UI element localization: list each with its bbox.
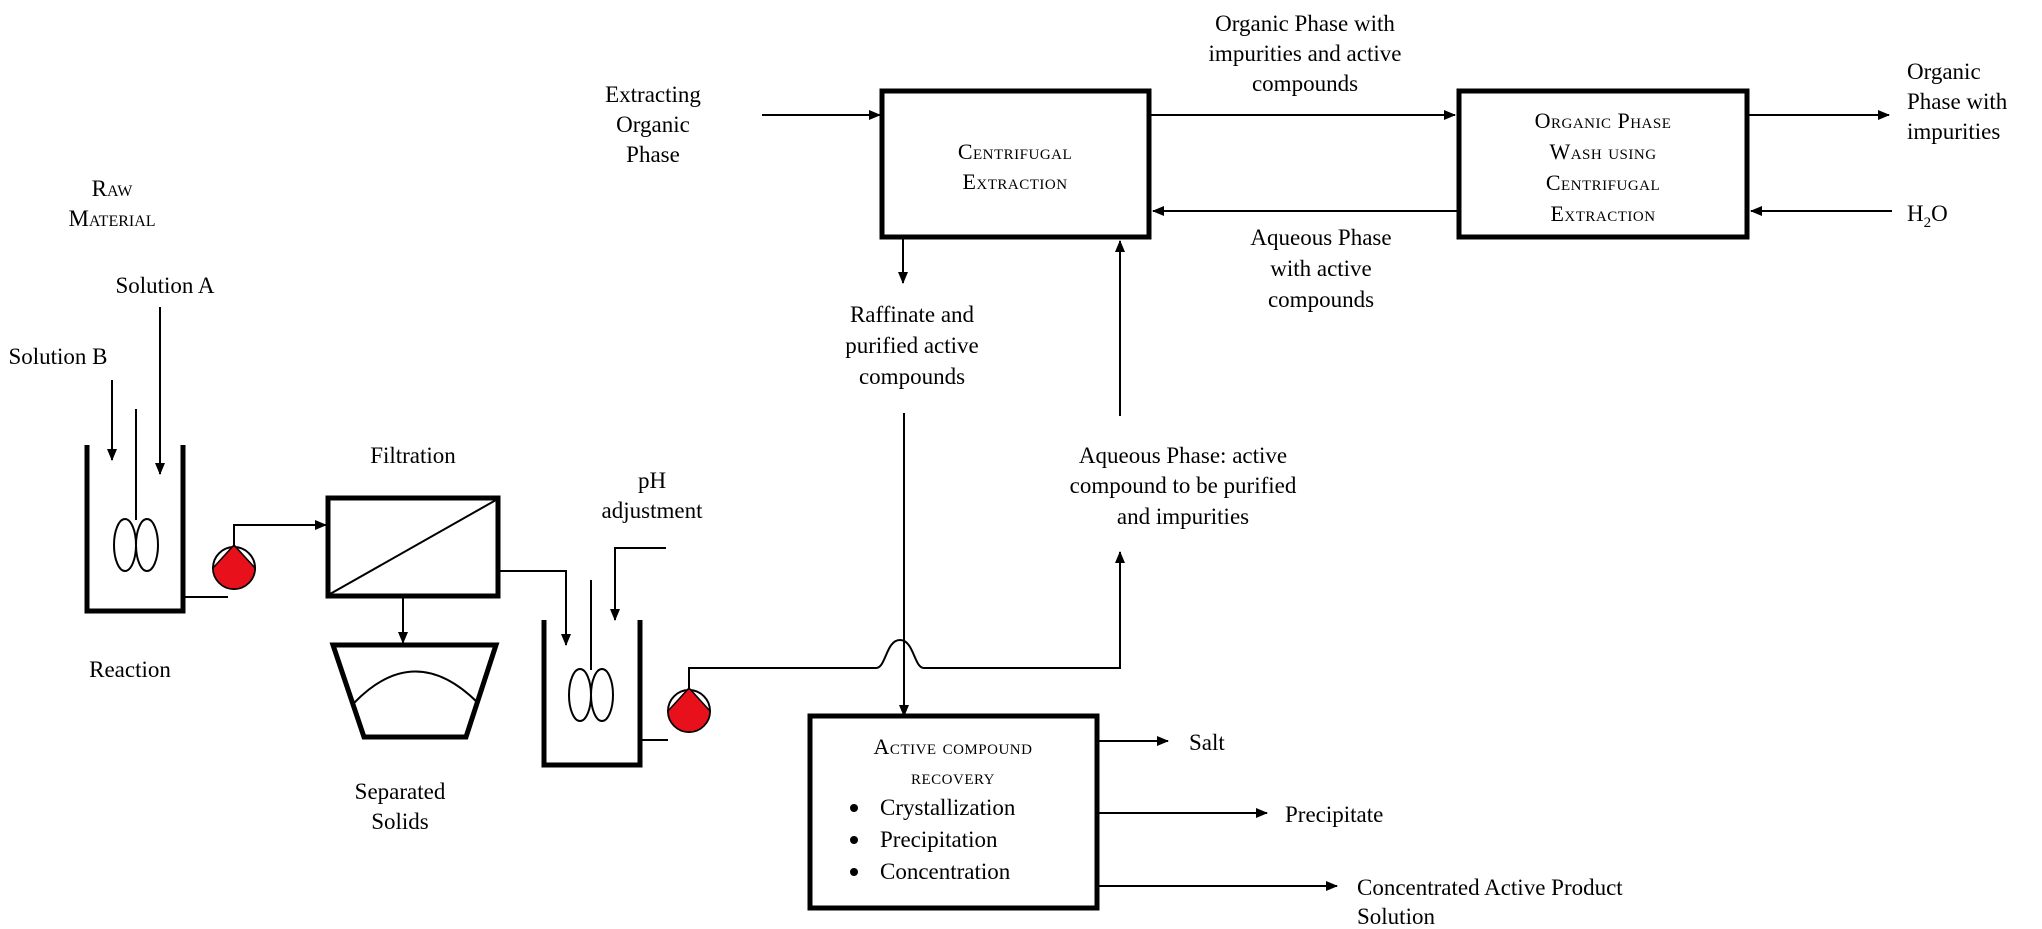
recovery-item: Concentration bbox=[880, 859, 1011, 884]
solution-a-label: Solution A bbox=[115, 273, 214, 298]
separated-solids-label-2: Solids bbox=[371, 809, 429, 834]
organic-final-label-3: impurities bbox=[1907, 119, 2000, 144]
organic-wash-title-2: Wash using bbox=[1549, 139, 1656, 164]
pump-1-fill bbox=[212, 543, 256, 590]
raw-material-label-1: Raw bbox=[92, 176, 134, 201]
water-label: H2O bbox=[1907, 201, 1948, 231]
recovery-item: Precipitation bbox=[880, 827, 998, 852]
ph-label-2: adjustment bbox=[602, 498, 704, 523]
concentrated-label-2: Solution bbox=[1357, 904, 1435, 929]
aqueous-return-label-1: Aqueous Phase bbox=[1250, 225, 1391, 250]
solution-b-label: Solution B bbox=[8, 344, 107, 369]
solids-collector-curve bbox=[353, 670, 479, 704]
active-recovery-title-1: Active compound bbox=[874, 734, 1033, 759]
precipitate-label: Precipitate bbox=[1285, 802, 1383, 827]
raffinate-label-1: Raffinate and bbox=[850, 302, 975, 327]
organic-out-label-3: compounds bbox=[1252, 71, 1358, 96]
organic-final-label-1: Organic bbox=[1907, 59, 1981, 84]
raffinate-label-2: purified active bbox=[845, 333, 978, 358]
aqueous-feed-label-1: Aqueous Phase: active bbox=[1079, 443, 1287, 468]
pump-2-fill bbox=[667, 686, 711, 733]
salt-label: Salt bbox=[1189, 730, 1225, 755]
organic-wash-title-1: Organic Phase bbox=[1535, 108, 1672, 133]
aqueous-return-label-3: compounds bbox=[1268, 287, 1374, 312]
centrifugal-extraction-title-2: Extraction bbox=[962, 169, 1067, 194]
organic-wash-box bbox=[1456, 88, 1750, 240]
reaction-agitator-blade-left bbox=[113, 518, 137, 572]
ph-reagent-feed-arrow bbox=[610, 547, 666, 621]
extracting-organic-label-3: Phase bbox=[626, 142, 680, 167]
reaction-label: Reaction bbox=[89, 657, 171, 682]
recovery-bullet bbox=[850, 868, 858, 876]
recovery-item: Crystallization bbox=[880, 795, 1016, 820]
pump-2-to-extraction-line bbox=[688, 551, 1125, 690]
centrifugal-extraction-title-1: Centrifugal bbox=[958, 139, 1072, 164]
recovery-method-list: CrystallizationPrecipitationConcentratio… bbox=[850, 795, 1016, 884]
ph-vessel bbox=[541, 620, 643, 768]
aqueous-feed-label-2: compound to be purified bbox=[1070, 473, 1297, 498]
organic-wash-title-3: Centrifugal bbox=[1546, 170, 1660, 195]
centrifugal-extraction-box bbox=[879, 88, 1152, 240]
reaction-vessel bbox=[84, 445, 186, 614]
ph-agitator-blade-left bbox=[568, 668, 592, 722]
extracting-organic-label-2: Organic bbox=[616, 112, 690, 137]
aqueous-feed-label-3: and impurities bbox=[1117, 504, 1249, 529]
recovery-bullet bbox=[850, 804, 858, 812]
organic-final-label-2: Phase with bbox=[1907, 89, 2008, 114]
filtration-to-ph-arrow bbox=[498, 570, 571, 646]
solids-collector bbox=[329, 642, 500, 740]
recovery-bullet bbox=[850, 836, 858, 844]
pump-1-to-filtration-arrow bbox=[233, 520, 327, 547]
ph-agitator-blade-right bbox=[590, 668, 614, 722]
filtration-membrane bbox=[329, 499, 497, 595]
active-recovery-box bbox=[807, 713, 1100, 911]
concentrated-label-1: Concentrated Active Product bbox=[1357, 875, 1623, 900]
ph-label-1: pH bbox=[638, 468, 666, 493]
active-recovery-title-2: recovery bbox=[911, 764, 995, 789]
raw-material-label-2: Material bbox=[68, 206, 155, 231]
raffinate-label-3: compounds bbox=[859, 364, 965, 389]
organic-wash-title-4: Extraction bbox=[1550, 201, 1655, 226]
reaction-agitator-blade-right bbox=[135, 518, 159, 572]
separated-solids-label-1: Separated bbox=[355, 779, 446, 804]
filtration-label: Filtration bbox=[370, 443, 456, 468]
aqueous-return-label-2: with active bbox=[1270, 256, 1372, 281]
extracting-organic-label-1: Extracting bbox=[605, 82, 701, 107]
organic-out-label-2: impurities and active bbox=[1209, 41, 1402, 66]
organic-out-label-1: Organic Phase with bbox=[1215, 11, 1395, 36]
